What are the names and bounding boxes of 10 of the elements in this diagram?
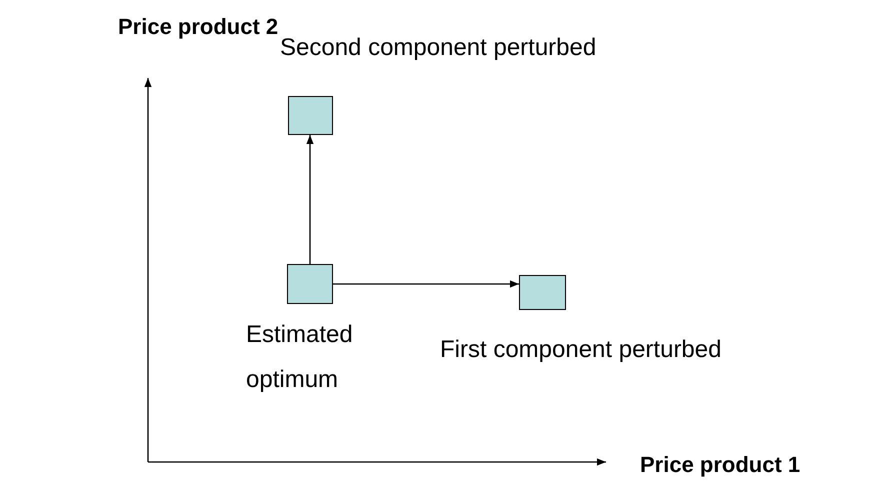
axis-label: Price product 2 (118, 14, 278, 40)
point-label: Second component perturbed (280, 33, 596, 63)
square-marker (519, 275, 566, 310)
square-marker (287, 264, 333, 304)
square-marker (288, 96, 333, 135)
arrow (306, 135, 314, 264)
arrow (333, 280, 519, 288)
axis-label: Price product 1 (640, 452, 800, 478)
point-label: Estimated optimum (246, 320, 354, 395)
point-label: First component perturbed (440, 335, 722, 365)
